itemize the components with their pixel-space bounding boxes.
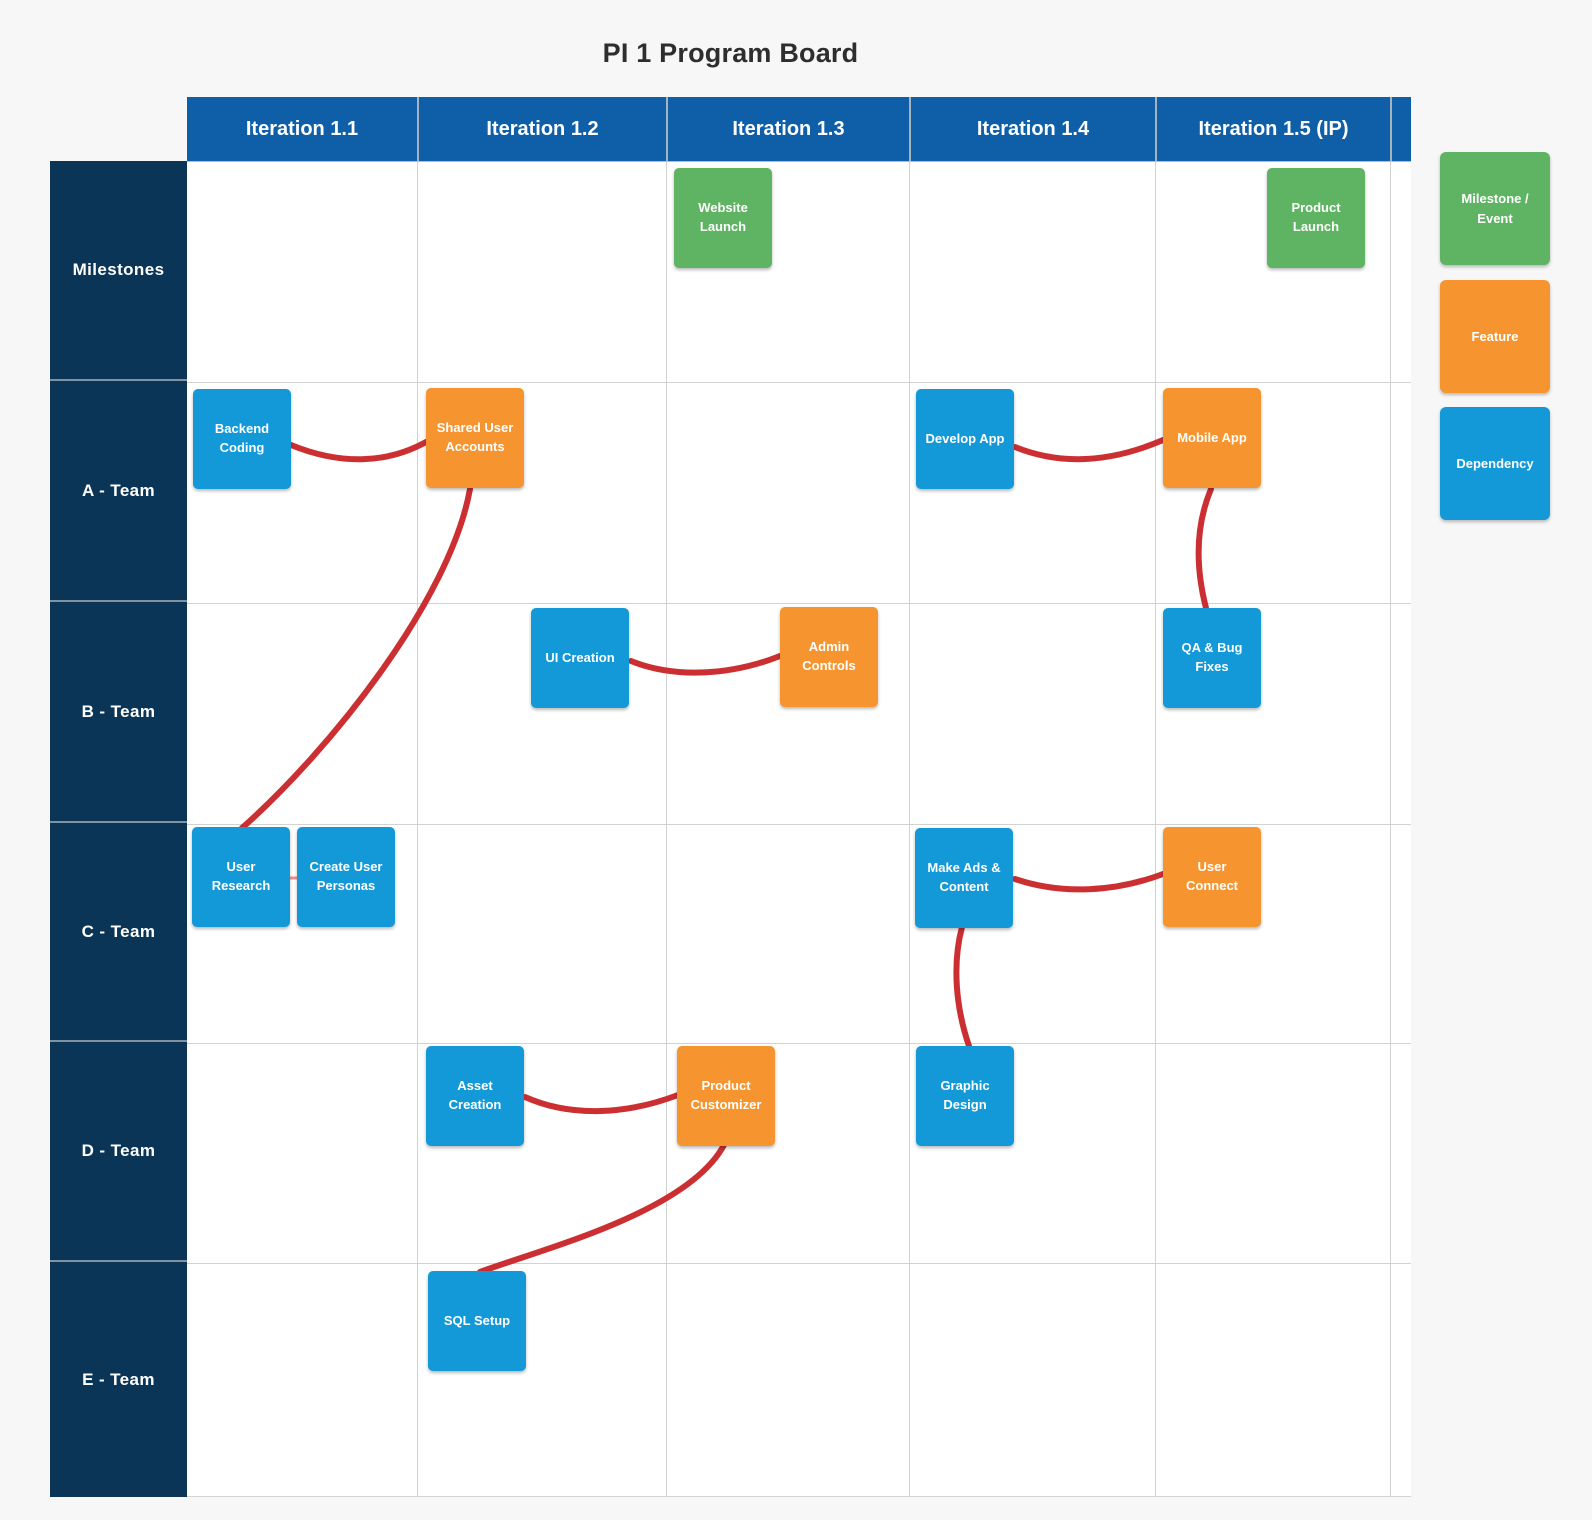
grid-vline (1155, 162, 1156, 1496)
card-ui-creation[interactable]: UI Creation (531, 608, 629, 708)
column-header-iteration-1-1: Iteration 1.1 (245, 117, 359, 140)
grid-hline (187, 1263, 1411, 1264)
card-website-launch[interactable]: Website Launch (674, 168, 772, 268)
grid-vline (666, 162, 667, 1496)
grid-vline (909, 162, 910, 1496)
grid-vline (417, 162, 418, 1496)
card-shared-user-accounts[interactable]: Shared User Accounts (426, 388, 524, 488)
column-header-iteration-1-4: Iteration 1.4 (909, 97, 1155, 161)
column-header-iteration-1-2: Iteration 1.2 (417, 97, 666, 161)
row-header-milestones: Milestones (50, 161, 187, 379)
card-backend-coding[interactable]: Backend Coding (193, 389, 291, 489)
card-user-connect[interactable]: User Connect (1163, 827, 1261, 927)
card-admin-controls[interactable]: Admin Controls (780, 607, 878, 707)
card-create-user-personas[interactable]: Create User Personas (297, 827, 395, 927)
card-make-ads-content[interactable]: Make Ads & Content (915, 828, 1013, 928)
card-product-launch[interactable]: Product Launch (1267, 168, 1365, 268)
card-graphic-design[interactable]: Graphic Design (916, 1046, 1014, 1146)
legend-card-milestone-event[interactable]: Milestone / Event (1440, 152, 1550, 265)
card-sql-setup[interactable]: SQL Setup (428, 1271, 526, 1371)
card-asset-creation[interactable]: Asset Creation (426, 1046, 524, 1146)
page-title: PI 1 Program Board (602, 38, 859, 68)
card-mobile-app[interactable]: Mobile App (1163, 388, 1261, 488)
row-header-b-team: B - Team (50, 602, 187, 821)
card-user-research[interactable]: User Research (192, 827, 290, 927)
grid-hline (187, 1043, 1411, 1044)
column-header-bar: Iteration 1.1 Iteration 1.2 Iteration 1.… (187, 97, 1411, 161)
row-header-c-team: C - Team (50, 823, 187, 1040)
row-header-a-team: A - Team (50, 381, 187, 600)
column-header-stub (1390, 97, 1411, 161)
grid-hline (187, 382, 1411, 383)
row-header-d-team: D - Team (50, 1042, 187, 1260)
row-header-e-team: E - Team (50, 1262, 187, 1497)
row-header-column: Milestones A - Team B - Team C - Team D … (50, 161, 187, 1497)
legend-card-dependency[interactable]: Dependency (1440, 407, 1550, 520)
column-header-iteration-1-5: Iteration 1.5 (IP) (1155, 97, 1390, 161)
column-header-iteration-1-3: Iteration 1.3 (666, 97, 909, 161)
grid-hline (187, 603, 1411, 604)
card-develop-app[interactable]: Develop App (916, 389, 1014, 489)
card-qa-bug-fixes[interactable]: QA & Bug Fixes (1163, 608, 1261, 708)
card-product-customizer[interactable]: Product Customizer (677, 1046, 775, 1146)
grid-hline (187, 824, 1411, 825)
legend-card-feature[interactable]: Feature (1440, 280, 1550, 393)
grid-vline (1390, 162, 1391, 1496)
